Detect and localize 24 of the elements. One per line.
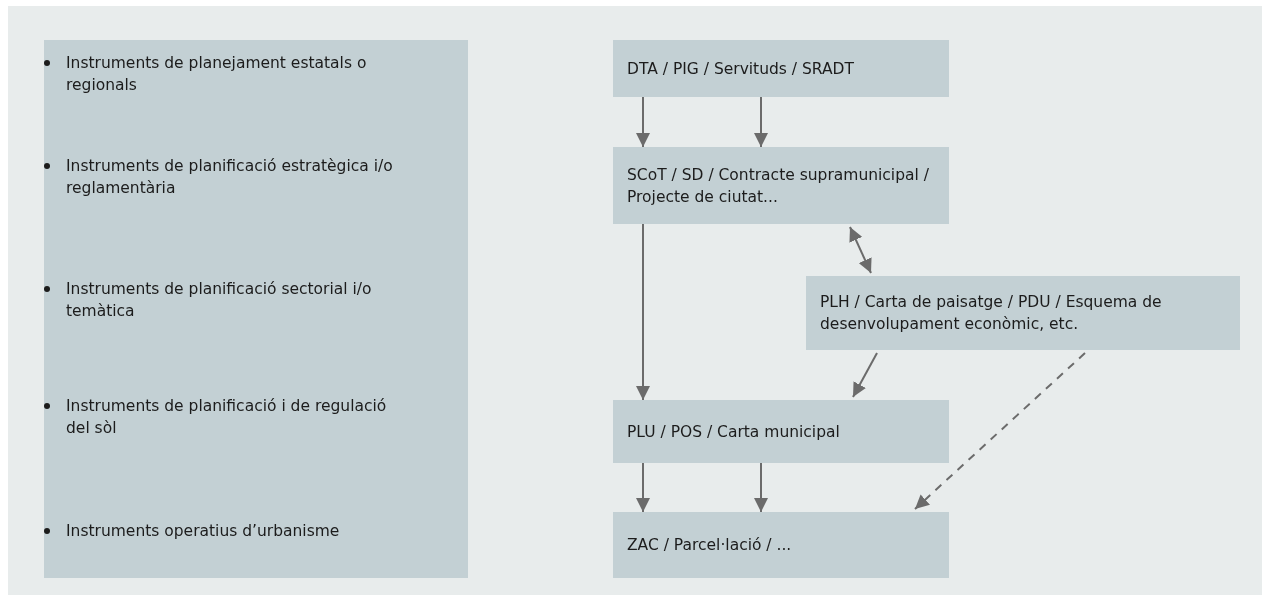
arrow [636,223,650,401]
arrow [914,352,1086,510]
arrow [636,96,650,148]
category-panel [44,40,468,578]
category-label: Instruments de planificació i de regulació del sòl [66,396,388,439]
process-box [806,276,1240,350]
box-label: PLH / Carta de paisatge / PDU / Esquema de desenvolupament econòmic, etc. [820,292,1163,335]
arrow [852,352,878,398]
category-label: Instruments de planejament estatals o regionals [66,53,368,96]
box-label: ZAC / Parcel·lació / ... [627,535,793,556]
process-box [613,147,949,224]
box-label: PLU / POS / Carta municipal [627,421,841,443]
category-label: Instruments operatius d’urbanisme [66,521,341,542]
arrow [636,462,650,513]
arrow [754,462,768,513]
arrow [754,96,768,148]
process-box [613,40,949,97]
box-label: SCoT / SD / Contracte supramunicipal / Projecte de ciutat... [627,164,930,208]
process-box [613,400,949,463]
arrow [849,226,872,274]
process-box [613,512,949,578]
box-label: DTA / PIG / Servituds / SRADT [627,58,855,80]
category-label: Instruments de planificació sectorial i/o temàtica [66,279,373,322]
category-label: Instruments de planificació estratègica i/o reglamentària [66,156,394,199]
